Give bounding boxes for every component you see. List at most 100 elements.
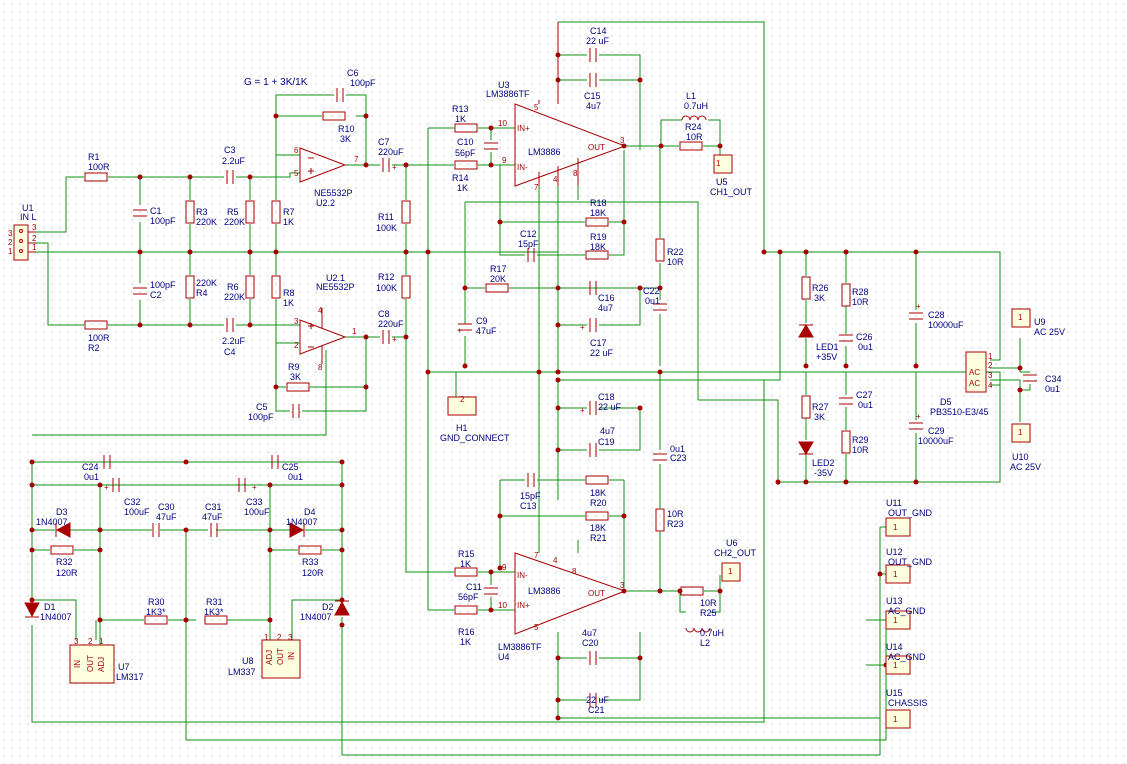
svg-text:R16: R16 [458,627,475,637]
svg-text:C10: C10 [457,137,474,147]
svg-text:100pF: 100pF [248,412,274,422]
svg-text:1: 1 [893,616,898,625]
svg-text:10R: 10R [667,509,684,519]
svg-text:R19: R19 [590,232,607,242]
svg-text:LM3886: LM3886 [528,586,561,596]
svg-text:C20: C20 [582,638,599,648]
svg-text:C21: C21 [588,705,605,715]
svg-text:U2.1: U2.1 [326,273,345,283]
svg-text:47uF: 47uF [476,326,497,336]
svg-text:0u1: 0u1 [288,472,303,482]
svg-text:C23: C23 [670,453,687,463]
svg-text:+: + [252,483,257,492]
svg-text:OUT: OUT [588,143,605,152]
svg-text:R26: R26 [812,283,829,293]
svg-text:R21: R21 [590,533,607,543]
svg-text:1K: 1K [283,298,294,308]
svg-text:1K: 1K [460,559,471,569]
l1: L10.7uH [681,91,708,121]
svg-text:3: 3 [74,637,79,646]
svg-text:1N4007: 1N4007 [300,612,332,622]
svg-text:C15: C15 [584,91,601,101]
svg-text:R9: R9 [288,362,300,372]
svg-text:+: + [580,406,585,415]
svg-text:10R: 10R [686,132,703,142]
svg-text:R18: R18 [590,198,607,208]
svg-text:1: 1 [1018,428,1023,437]
svg-text:100uF: 100uF [124,507,150,517]
svg-text:3K: 3K [814,412,825,422]
svg-text:U3: U3 [498,80,510,90]
svg-text:1: 1 [893,661,898,670]
svg-text:C13: C13 [520,501,537,511]
svg-text:R30: R30 [148,597,165,607]
svg-text:AC 25V: AC 25V [1034,327,1065,337]
svg-text:3K: 3K [814,293,825,303]
svg-text:C2: C2 [150,290,162,300]
svg-text:R14: R14 [452,173,469,183]
led1: LED1+35V [798,324,839,362]
svg-text:AC: AC [969,379,980,388]
svg-text:+: + [457,326,462,335]
svg-text:+: + [392,335,397,344]
svg-text:AC 25V: AC 25V [1010,462,1041,472]
svg-text:R22: R22 [667,247,684,257]
svg-text:20K: 20K [490,274,506,284]
svg-text:C28: C28 [928,310,945,320]
svg-text:OUT: OUT [86,655,95,672]
svg-text:C9: C9 [476,316,488,326]
svg-text:+: + [392,163,397,172]
svg-text:1K: 1K [455,114,466,124]
svg-text:C26: C26 [856,332,873,342]
svg-text:OUT: OUT [276,648,285,665]
svg-text:100R: 100R [88,162,110,172]
svg-text:100K: 100K [376,223,397,233]
svg-text:22 uF: 22 uF [598,402,622,412]
svg-text:+: + [104,483,109,492]
svg-text:U13: U13 [886,596,903,606]
svg-text:2: 2 [8,238,13,247]
svg-text:15pF: 15pF [520,491,541,501]
svg-text:-35V: -35V [814,468,833,478]
svg-text:1: 1 [99,637,104,646]
svg-text:0u1: 0u1 [858,342,873,352]
svg-text:C17: C17 [590,338,607,348]
svg-text:1K3*: 1K3* [204,607,224,617]
svg-text:1K3*: 1K3* [146,607,166,617]
svg-text:0u1: 0u1 [84,472,99,482]
svg-text:10: 10 [498,119,507,128]
svg-text:ADJ: ADJ [97,657,106,672]
svg-text:22 uF: 22 uF [586,695,610,705]
svg-text:C25: C25 [282,462,299,472]
svg-text:R25: R25 [700,608,717,618]
svg-text:22 uF: 22 uF [586,36,610,46]
u1-ref: U1 [22,203,34,213]
svg-text:3: 3 [620,136,625,145]
svg-text:4u7: 4u7 [586,101,601,111]
svg-text:2: 2 [32,234,37,243]
svg-text:R20: R20 [590,498,607,508]
svg-text:U2.2: U2.2 [316,198,335,208]
svg-text:0u1: 0u1 [645,296,660,306]
svg-text:NE5532P: NE5532P [316,282,355,292]
